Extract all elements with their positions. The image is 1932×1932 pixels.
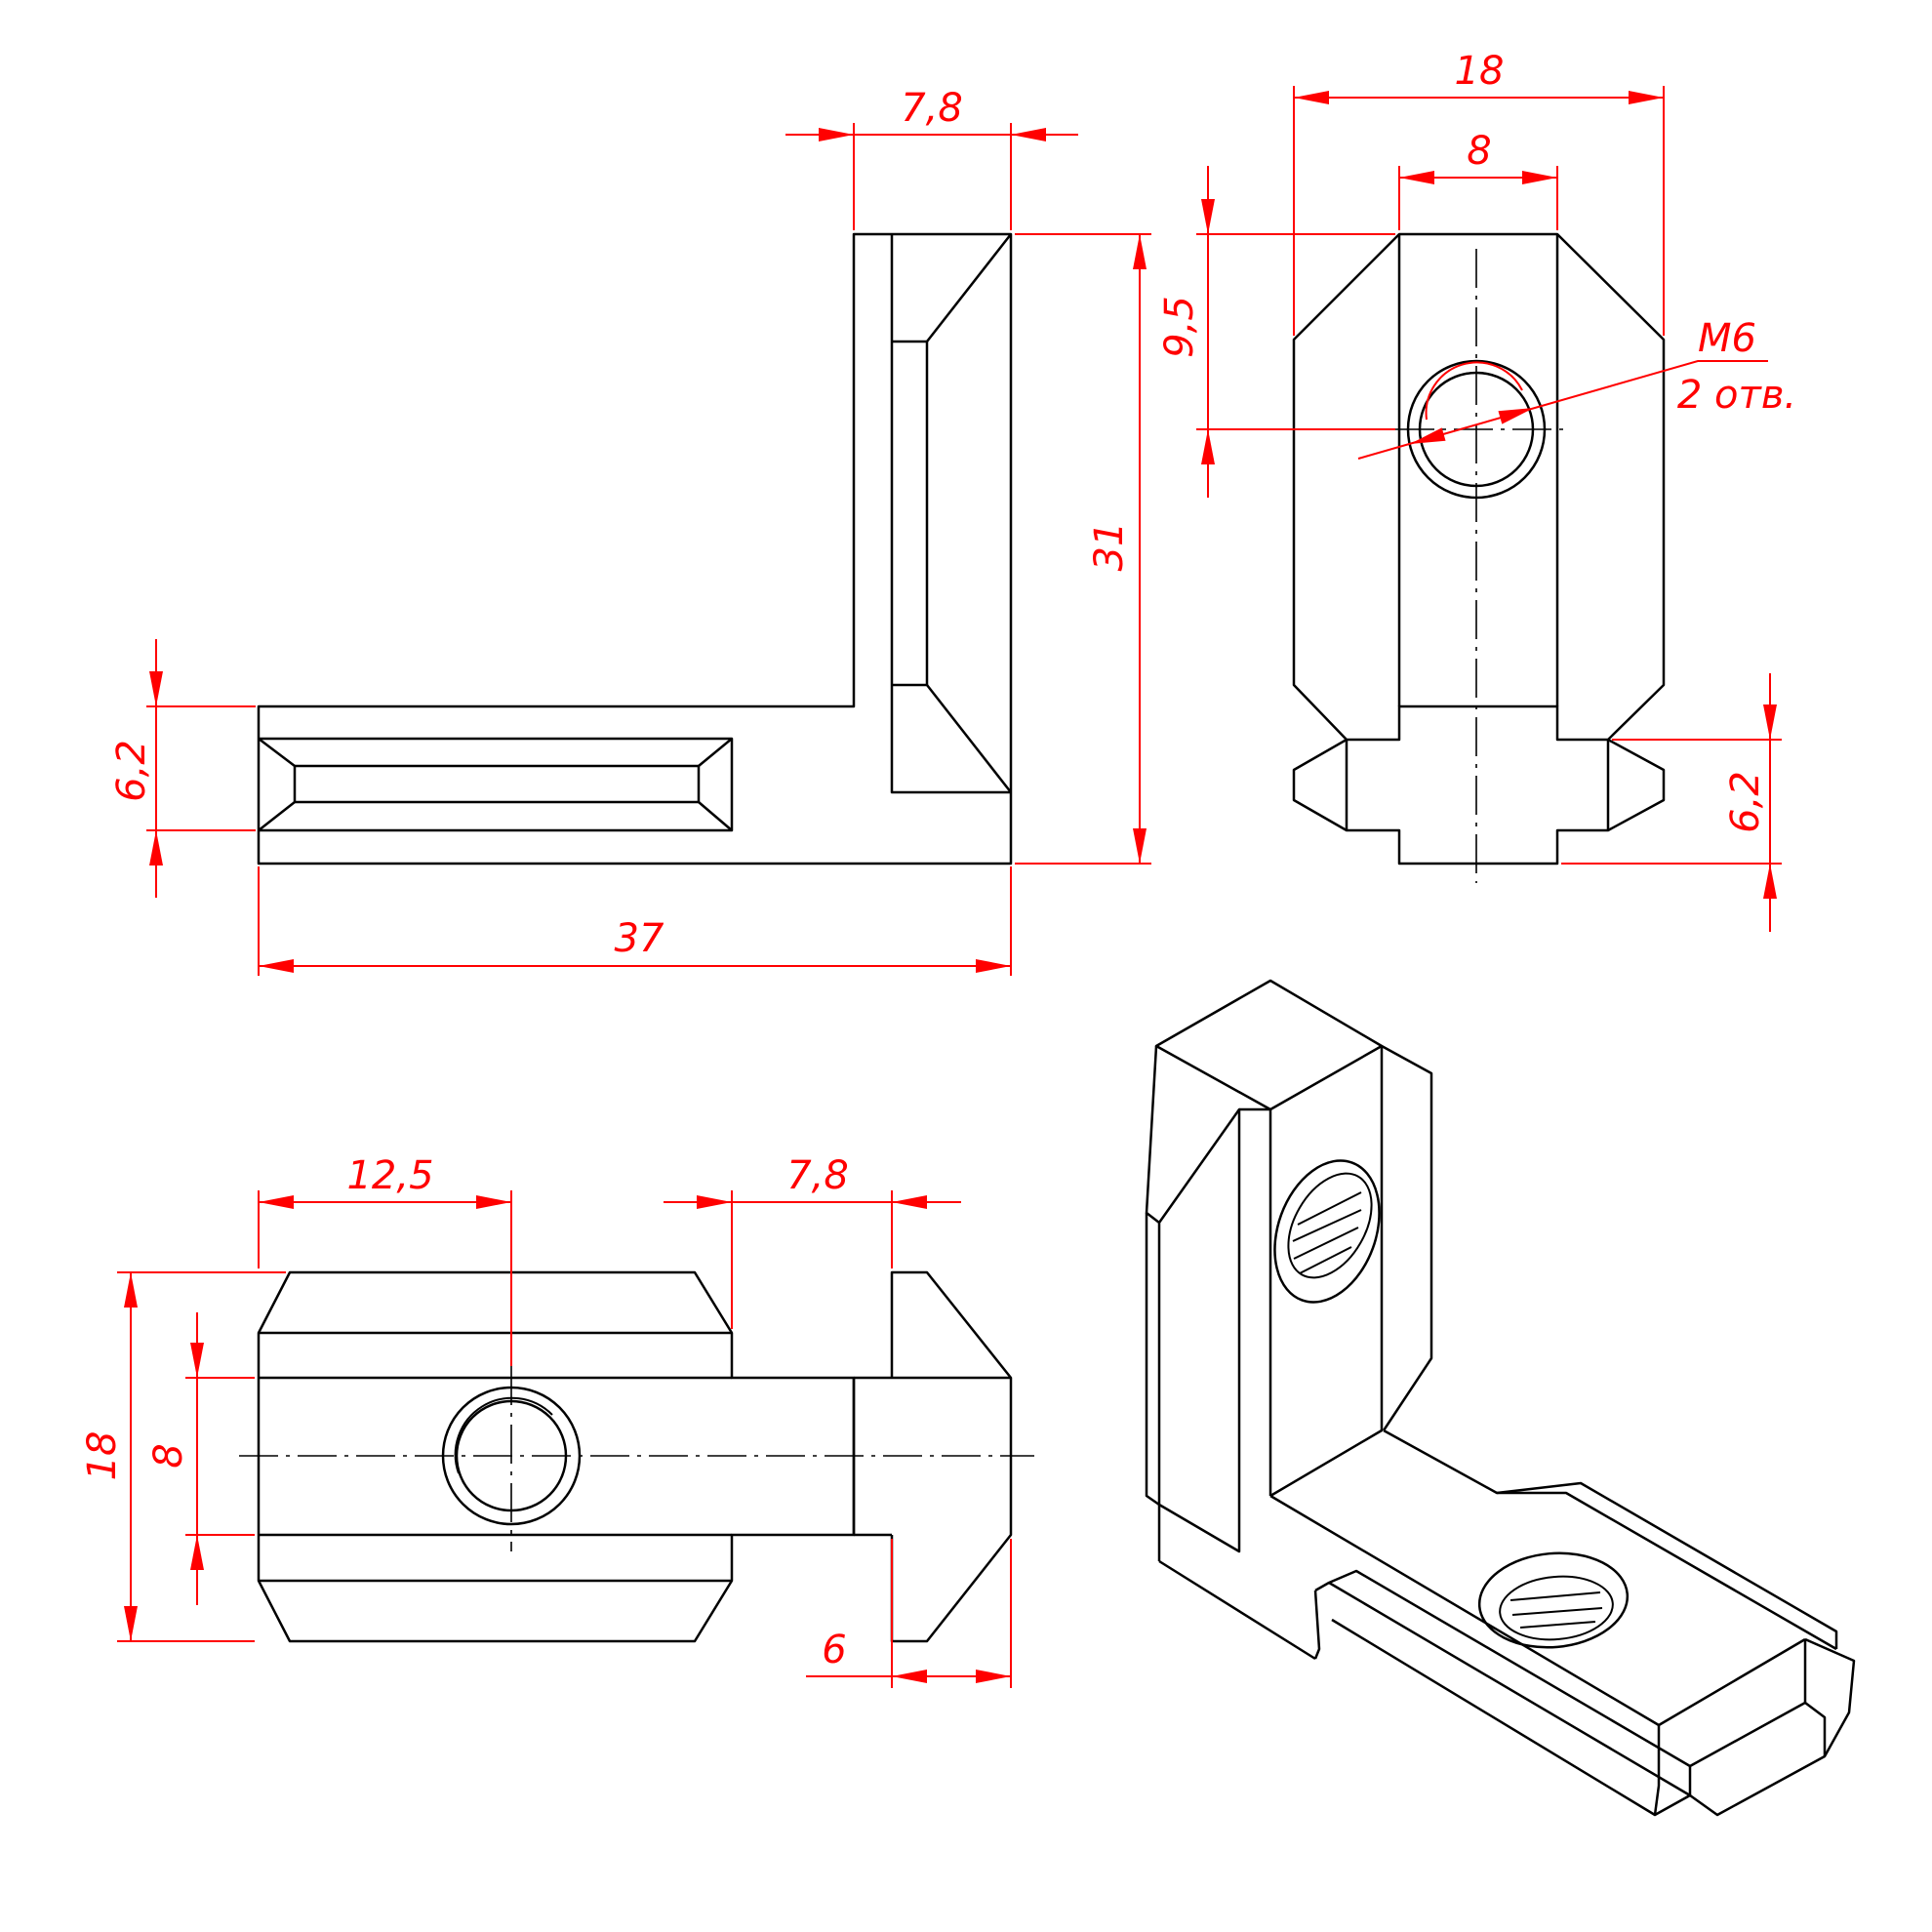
dim-side-leg-thickness: 6,2 bbox=[1723, 771, 1768, 833]
dim-length: 37 bbox=[615, 916, 664, 961]
dim-hole-offset: 12,5 bbox=[346, 1153, 433, 1198]
front-view: 7,8 31 6,2 37 bbox=[109, 86, 1151, 976]
dim-end-width: 7,8 bbox=[786, 1153, 849, 1198]
dim-hole-height: 9,5 bbox=[1157, 296, 1202, 358]
side-view: 18 8 9,5 M6 2 отв. 6,2 bbox=[1157, 49, 1796, 932]
dim-leg-thickness: 6,2 bbox=[109, 740, 154, 802]
iso-hole-lower bbox=[1477, 1551, 1630, 1649]
side-dimensions: 18 8 9,5 M6 2 отв. 6,2 bbox=[1157, 49, 1796, 932]
front-view-outline bbox=[257, 232, 1013, 865]
front-dimensions: 7,8 31 6,2 37 bbox=[109, 86, 1151, 976]
dim-top-core-width: 8 bbox=[146, 1443, 191, 1468]
dim-top-width: 18 bbox=[80, 1431, 125, 1481]
iso-hole-upper bbox=[1273, 1159, 1381, 1304]
dim-tip-width: 6 bbox=[822, 1628, 846, 1672]
top-view: 12,5 7,8 18 8 6 bbox=[80, 1153, 1034, 1688]
dim-side-core-width: 8 bbox=[1467, 129, 1491, 174]
hole-count-note: 2 отв. bbox=[1677, 373, 1796, 418]
dim-side-width: 18 bbox=[1455, 49, 1505, 94]
dim-top-width: 7,8 bbox=[901, 86, 963, 131]
dim-height: 31 bbox=[1087, 522, 1132, 572]
side-view-outline bbox=[1292, 232, 1666, 883]
top-dimensions: 12,5 7,8 18 8 6 bbox=[80, 1153, 1012, 1688]
isometric-view bbox=[1145, 979, 1856, 1817]
top-view-outline bbox=[239, 1270, 1034, 1643]
thread-callout: M6 bbox=[1698, 316, 1756, 361]
